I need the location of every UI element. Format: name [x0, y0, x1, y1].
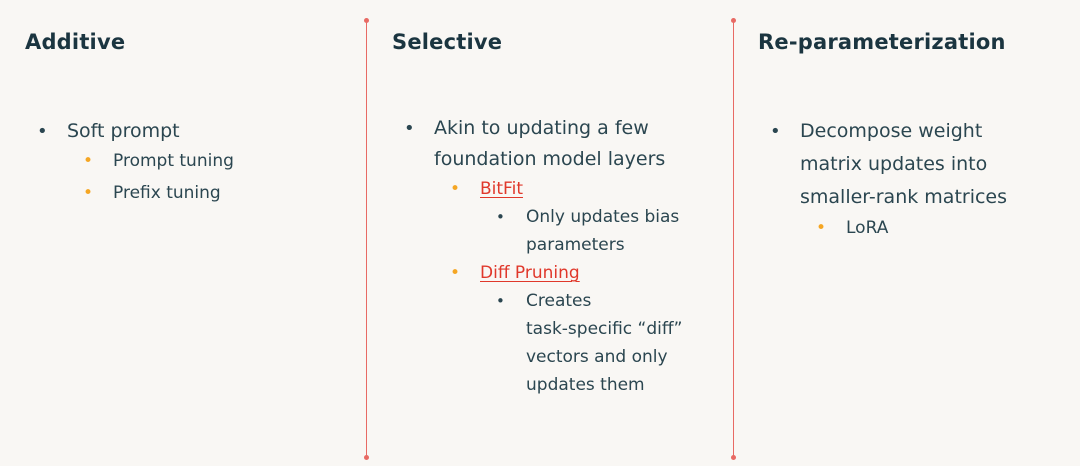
sub-list: • Prompt tuning • Prefix tuning [67, 147, 234, 207]
diff-pruning-link[interactable]: Diff Pruning [480, 263, 580, 283]
detail-text-line: Only updates bias [526, 207, 680, 227]
bullet-dot-icon: • [83, 183, 94, 203]
bullet-dot-icon: • [83, 151, 94, 171]
sub-list-item: • LoRA [800, 214, 1007, 242]
sub-list: • LoRA [800, 214, 1007, 242]
column-additive: Additive • Soft prompt • Prompt tuning •… [25, 0, 355, 466]
bullet-dot-icon: • [816, 218, 827, 238]
column-title-selective: Selective [392, 30, 503, 54]
bullet-dot-icon: • [496, 292, 505, 310]
list-item-text-line: foundation model layers [434, 148, 666, 170]
column-selective: Selective • Akin to updating a few found… [392, 0, 722, 466]
sub-list-item: • BitFit • Only updates bias parameters [434, 175, 682, 259]
sub-sub-list-item: • Creates task-specific “diff” vectors a… [480, 287, 682, 399]
bullet-list-selective: • Akin to updating a few foundation mode… [392, 113, 682, 399]
sub-sub-list-item: • Only updates bias parameters [480, 203, 682, 259]
detail-text-line: vectors and only [526, 347, 668, 367]
sub-list: • BitFit • Only updates bias parameters … [434, 175, 682, 399]
bullet-list-additive: • Soft prompt • Prompt tuning • Prefix t… [25, 116, 234, 207]
bullet-dot-icon: • [450, 263, 461, 283]
column-title-additive: Additive [25, 30, 126, 54]
detail-text-line: parameters [526, 235, 625, 255]
bullet-list-reparameterization: • Decompose weight matrix updates into s… [758, 115, 1007, 242]
list-item: • Akin to updating a few foundation mode… [392, 113, 682, 399]
list-item-text-line: Akin to updating a few [434, 117, 649, 139]
detail-text-line: Creates [526, 291, 592, 311]
sub-list-item: • Prompt tuning [67, 147, 234, 175]
bullet-dot-icon: • [404, 118, 415, 139]
column-divider [731, 18, 736, 460]
detail-text-line: task-specific “diff” [526, 319, 683, 339]
sub-sub-list: • Only updates bias parameters [480, 203, 682, 259]
list-item-text-line: matrix updates into [800, 153, 988, 175]
sub-list-item: • Prefix tuning [67, 179, 234, 207]
column-title-reparameterization: Re-parameterization [758, 30, 1006, 54]
bullet-dot-icon: • [770, 121, 781, 142]
column-divider [364, 18, 369, 460]
bitfit-link[interactable]: BitFit [480, 179, 523, 199]
sub-list-item: • Diff Pruning • Creates task-specific “… [434, 259, 682, 399]
sub-list-item-text: Prompt tuning [113, 151, 234, 171]
bullet-dot-icon: • [496, 208, 505, 226]
list-item: • Soft prompt • Prompt tuning • Prefix t… [25, 116, 234, 207]
bullet-dot-icon: • [450, 179, 461, 199]
detail-text-line: updates them [526, 375, 645, 395]
list-item-text-line: Decompose weight [800, 120, 983, 142]
list-item-text: Soft prompt [67, 120, 180, 142]
list-item-text-line: smaller-rank matrices [800, 186, 1008, 208]
column-reparameterization: Re-parameterization • Decompose weight m… [758, 0, 1068, 466]
bullet-dot-icon: • [37, 121, 48, 142]
list-item: • Decompose weight matrix updates into s… [758, 115, 1007, 242]
sub-list-item-text: LoRA [846, 218, 889, 238]
sub-list-item-text: Prefix tuning [113, 183, 221, 203]
sub-sub-list: • Creates task-specific “diff” vectors a… [480, 287, 682, 399]
